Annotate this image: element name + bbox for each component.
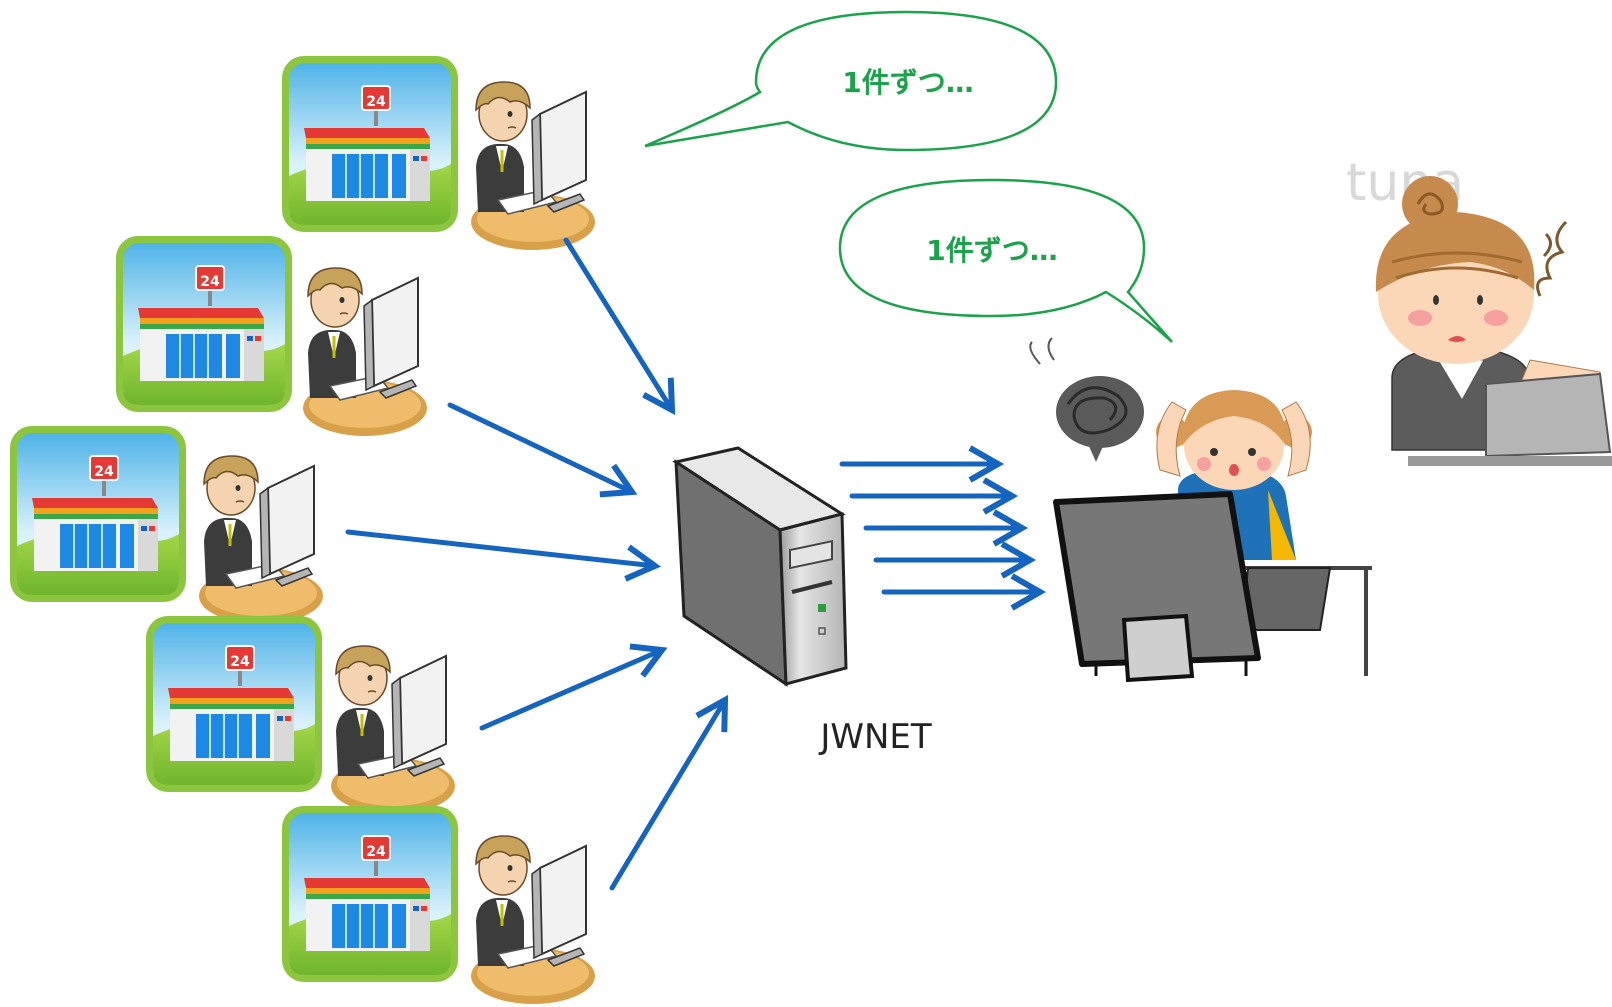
convenience-store-icon <box>9 425 187 603</box>
store-row-2 <box>115 235 429 438</box>
speech-bubble-middle-text: 1件ずつ… <box>926 234 1057 267</box>
arrow-store1 <box>563 237 676 416</box>
store-sign-label: 24 <box>230 654 250 670</box>
office-worker-icon <box>329 644 457 816</box>
convenience-store-icon <box>281 805 459 983</box>
download-arrows <box>839 445 1047 611</box>
scribble-cloud-icon <box>1029 337 1144 462</box>
arrow-store3 <box>345 529 662 582</box>
store-row-1 <box>281 55 597 252</box>
store-row-4 <box>145 615 457 816</box>
server-tower-icon <box>672 446 848 687</box>
convenience-store-icon <box>145 615 323 793</box>
store-sign-label: 24 <box>366 94 386 110</box>
store-sign-label: 24 <box>200 274 220 290</box>
store-sign-label: 24 <box>366 844 386 860</box>
speech-bubble-top <box>644 10 1058 152</box>
convenience-store-icon <box>281 55 459 233</box>
upload-arrows <box>345 237 729 891</box>
speech-bubble-middle <box>838 178 1173 343</box>
store-sign-label: 24 <box>94 464 114 480</box>
store-row-3 <box>9 425 325 626</box>
speech-bubble-top-text: 1件ずつ… <box>842 66 973 99</box>
arrow-store5 <box>609 694 729 891</box>
stressed-girl-icon <box>1053 390 1372 683</box>
worried-woman-icon <box>1375 176 1612 466</box>
office-worker-icon <box>469 80 597 252</box>
office-worker-icon <box>469 834 597 1006</box>
arrow-store2 <box>447 402 638 498</box>
office-worker-icon <box>197 454 325 626</box>
office-worker-icon <box>301 266 429 438</box>
convenience-store-icon <box>115 235 293 413</box>
arrow-store4 <box>479 643 668 731</box>
store-row-5 <box>281 805 597 1006</box>
server-label: JWNET <box>818 717 932 757</box>
